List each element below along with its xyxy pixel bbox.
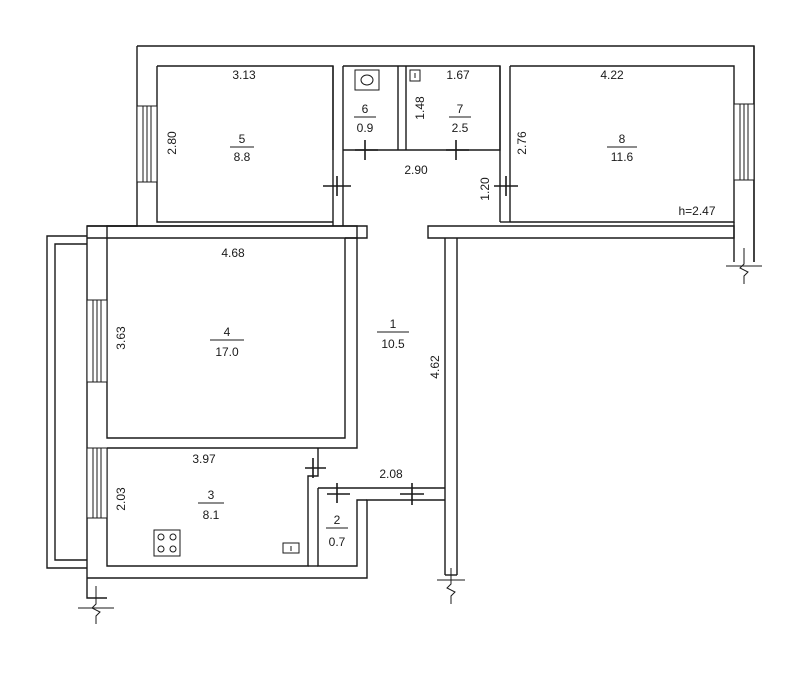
room-5-area: 8.8 — [234, 150, 251, 164]
room-6-label: 6 0.9 — [354, 102, 376, 135]
dim-corridor-bottom-width: 2.08 — [379, 467, 403, 481]
room3-walls — [87, 448, 445, 579]
room-3-number: 3 — [208, 488, 215, 502]
room-3-label: 3 8.1 — [198, 488, 224, 522]
dim-corridor-top-height: 1.20 — [478, 177, 492, 201]
corridor-walls — [444, 238, 458, 576]
dim-room5-width: 3.13 — [232, 68, 256, 82]
door-room6 — [355, 140, 378, 160]
dimension-labels: 3.13 2.80 1.67 1.48 4.22 2.76 2.90 1.20 … — [114, 68, 716, 511]
window-room4 — [86, 299, 108, 383]
room-7-number: 7 — [457, 102, 464, 116]
doors — [305, 140, 518, 505]
sink-icon — [282, 542, 300, 554]
meter-icon — [409, 69, 421, 82]
room-7-area: 2.5 — [452, 121, 469, 135]
room-4-label: 4 17.0 — [210, 325, 244, 359]
dim-room3-width: 3.97 — [192, 452, 216, 466]
window-room8 — [733, 103, 755, 181]
dim-room4-width: 4.68 — [221, 246, 245, 260]
room-6-number: 6 — [362, 102, 369, 116]
room-1-number: 1 — [390, 317, 397, 331]
room-8-label: 8 11.6 — [607, 132, 637, 164]
ceiling-height: h=2.47 — [678, 204, 715, 218]
room-labels: 5 8.8 6 0.9 7 2.5 8 11.6 4 17.0 1 10.5 — [198, 102, 637, 549]
dim-corridor-top-width: 2.90 — [404, 163, 428, 177]
room-1-area: 10.5 — [381, 337, 405, 351]
door-room2 — [327, 483, 350, 503]
room-2-area: 0.7 — [329, 535, 346, 549]
door-entrance — [400, 483, 424, 505]
dim-room5-height: 2.80 — [165, 131, 179, 155]
toilet-icon — [354, 69, 380, 91]
room-7-label: 7 2.5 — [449, 102, 471, 135]
door-room7 — [446, 140, 469, 160]
dim-room8-height: 2.76 — [515, 131, 529, 155]
room-2-label: 2 0.7 — [326, 513, 348, 549]
room-8-number: 8 — [619, 132, 626, 146]
room-6-area: 0.9 — [357, 121, 374, 135]
middle-walls — [87, 221, 735, 239]
balcony — [46, 235, 87, 569]
stove-icon — [153, 529, 181, 557]
room-2-number: 2 — [334, 513, 341, 527]
room-4-number: 4 — [224, 325, 231, 339]
dim-room8-width: 4.22 — [600, 68, 624, 82]
dim-room7-height: 1.48 — [413, 96, 427, 120]
dim-room4-height: 3.63 — [114, 326, 128, 350]
dim-room3-height: 2.03 — [114, 487, 128, 511]
break-markers — [78, 248, 762, 624]
room-5-label: 5 8.8 — [230, 132, 254, 164]
room-1-label: 1 10.5 — [377, 317, 409, 351]
door-room5 — [323, 176, 351, 196]
dim-room1-height: 4.62 — [428, 355, 442, 379]
exterior-walls — [86, 45, 755, 599]
window-room5 — [136, 105, 158, 183]
room-5-number: 5 — [239, 132, 246, 146]
room-8-area: 11.6 — [611, 150, 634, 164]
window-room3 — [86, 447, 108, 519]
door-room8 — [494, 176, 518, 196]
dim-room7-width: 1.67 — [446, 68, 470, 82]
room-3-area: 8.1 — [203, 508, 220, 522]
door-room3 — [305, 458, 326, 478]
windows — [86, 103, 755, 519]
room-4-area: 17.0 — [215, 345, 239, 359]
